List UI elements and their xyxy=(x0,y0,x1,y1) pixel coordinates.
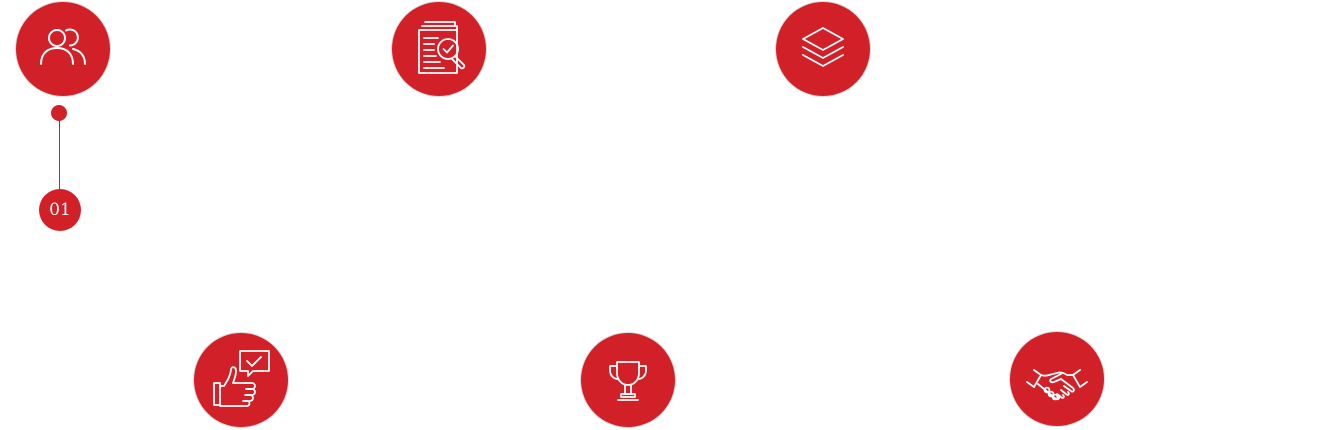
timeline-dot xyxy=(51,105,67,121)
document-search-icon xyxy=(418,21,466,74)
step-5-button[interactable] xyxy=(581,333,675,427)
step-3-button[interactable] xyxy=(776,2,870,96)
handshake-icon xyxy=(1026,369,1088,401)
step-1-button[interactable] xyxy=(16,2,110,96)
users-icon xyxy=(40,28,86,65)
step-6-button[interactable] xyxy=(1010,332,1104,426)
timeline-connector xyxy=(59,119,60,191)
layers-icon xyxy=(802,27,844,67)
step-4-button[interactable] xyxy=(194,333,288,427)
trophy-icon xyxy=(609,361,647,401)
step-2-button[interactable] xyxy=(392,2,486,96)
thumbs-up-check-icon xyxy=(213,350,270,407)
step-number-badge: 01 xyxy=(39,189,81,231)
